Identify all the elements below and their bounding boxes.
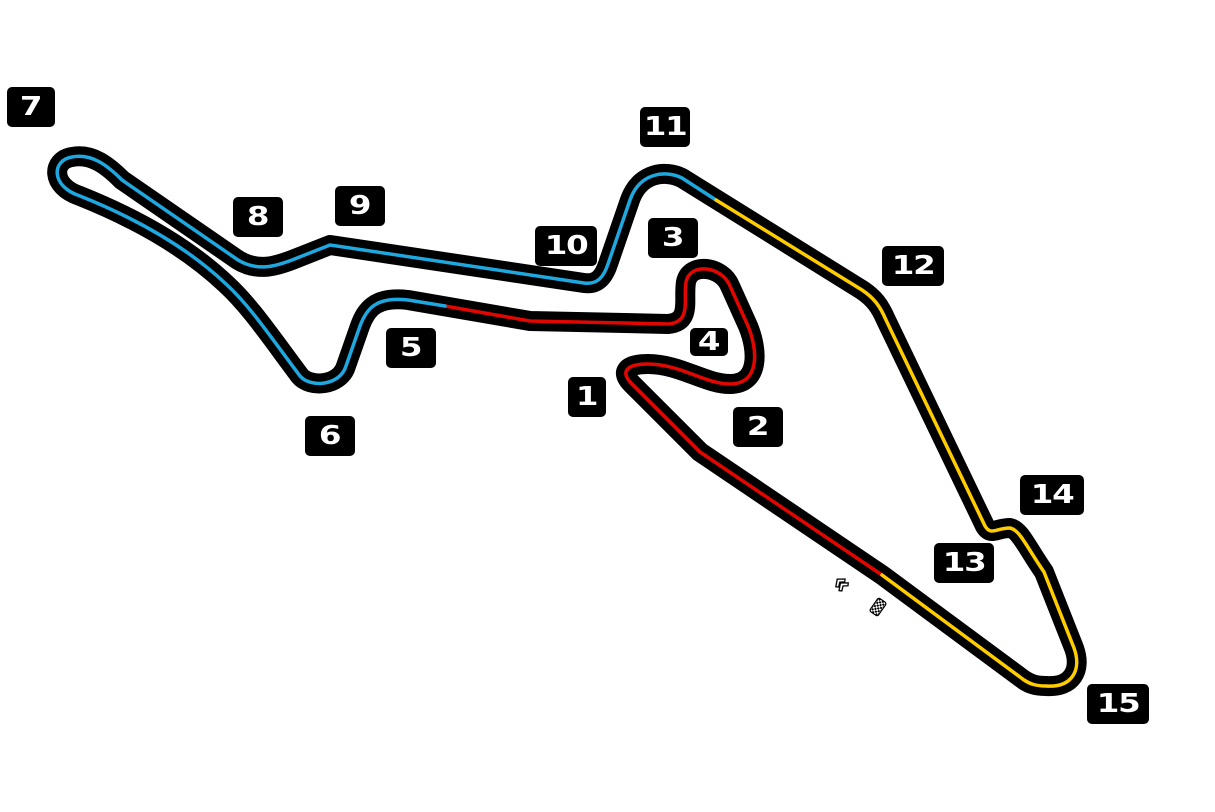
turn-number: 9: [349, 191, 372, 221]
turn-number: 4: [698, 327, 721, 357]
turn-number: 3: [662, 223, 685, 253]
turn-10-label: 10: [535, 226, 597, 266]
turn-13-label: 13: [934, 543, 994, 583]
turn-number: 6: [319, 421, 342, 451]
sector-3-line: [714, 198, 1079, 688]
turn-3-label: 3: [648, 218, 698, 258]
turn-number: 14: [1030, 480, 1075, 510]
turn-number: 2: [747, 412, 770, 442]
turn-number: 5: [400, 333, 423, 363]
turn-15-label: 15: [1087, 684, 1149, 724]
turn-5-label: 5: [386, 328, 436, 368]
checkered-flag-icon: [869, 597, 887, 617]
turn-number: 13: [942, 548, 987, 578]
turn-12-label: 12: [882, 246, 944, 286]
turn-6-label: 6: [305, 416, 355, 456]
turn-number: 11: [643, 112, 688, 142]
turn-2-label: 2: [733, 407, 783, 447]
turn-4-label: 4: [690, 327, 728, 357]
turn-number: 8: [247, 202, 270, 232]
turn-number: 7: [20, 92, 43, 122]
turn-number: 10: [544, 231, 589, 261]
direction-arrow-icon: [835, 578, 849, 592]
turn-11-label: 11: [640, 107, 690, 147]
turn-1-label: 1: [568, 377, 606, 417]
turn-8-label: 8: [233, 197, 283, 237]
turn-14-label: 14: [1020, 475, 1084, 515]
sector-1-line: [443, 267, 884, 577]
turn-number: 1: [576, 382, 599, 412]
turn-number: 15: [1096, 689, 1141, 719]
turn-9-label: 9: [335, 186, 385, 226]
turn-7-label: 7: [7, 87, 55, 127]
sector-2-line: [55, 154, 718, 386]
turn-number: 12: [891, 251, 936, 281]
